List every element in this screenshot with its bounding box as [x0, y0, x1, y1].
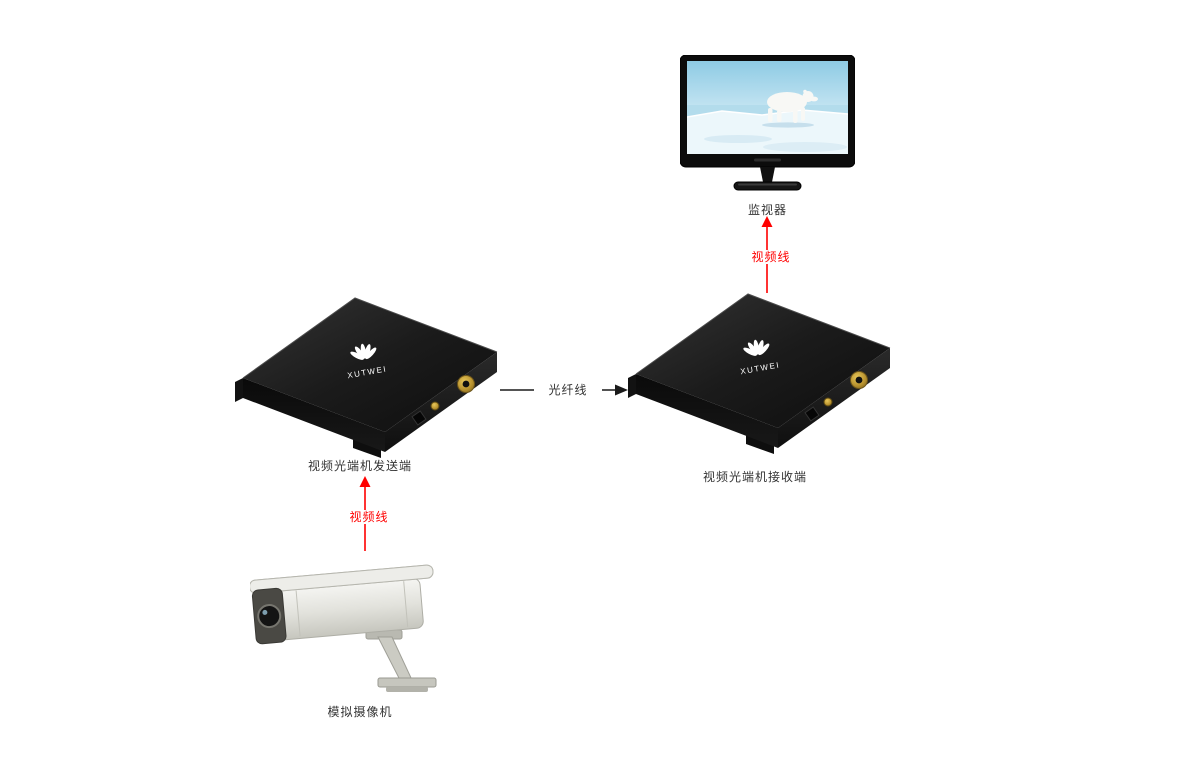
transmitter-device: XUTWEI [235, 280, 505, 475]
monitor-stand-base [733, 181, 802, 191]
monitor-label: 监视器 [747, 203, 787, 217]
camera-label: 模拟摄像机 [327, 705, 393, 719]
camera-device [250, 550, 470, 710]
fiber-label: 光纤线 [534, 383, 602, 397]
analog-camera-graphic [250, 564, 437, 692]
mounting-ear [746, 434, 774, 454]
camera-housing [250, 564, 434, 645]
monitor [680, 55, 855, 197]
polar-bear-image [687, 89, 848, 154]
mounting-ear [628, 374, 636, 398]
fiber-port [430, 401, 440, 411]
monitor-stand-neck [760, 167, 775, 182]
optical-transceiver-graphic: XUTWEI [628, 293, 891, 454]
fiber-port [823, 397, 833, 407]
receiver-device: XUTWEI [628, 276, 898, 471]
io-port [804, 406, 820, 422]
transmitter-label: 视频光端机发送端 [307, 459, 412, 473]
camera-lens [257, 604, 282, 629]
mounting-ear [235, 378, 243, 402]
video-cable-top-label: 视频线 [741, 250, 801, 264]
mounting-ear [353, 438, 381, 458]
io-port [411, 410, 427, 426]
video-cable-bottom-label: 视频线 [339, 510, 399, 524]
monitor-graphic [680, 55, 855, 191]
receiver-label: 视频光端机接收端 [702, 470, 807, 484]
camera-bracket [365, 629, 437, 692]
optical-transceiver-graphic: XUTWEI [235, 297, 498, 458]
